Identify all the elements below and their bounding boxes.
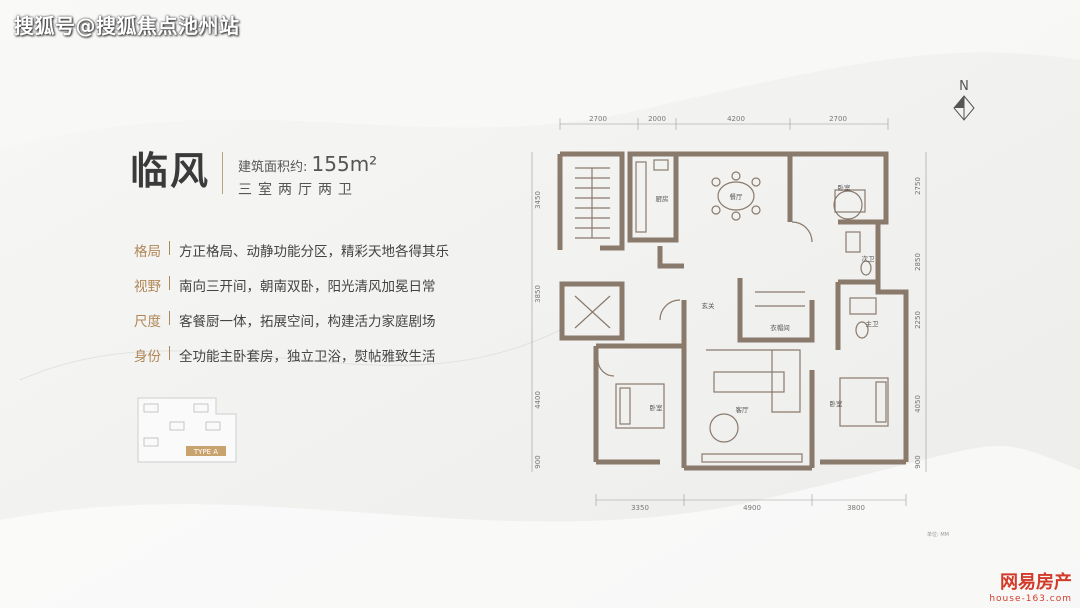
room-label: 卧室	[838, 183, 852, 192]
room-label: 衣帽间	[770, 323, 790, 332]
feature-divider	[169, 346, 170, 360]
feature-key: 格局	[134, 244, 161, 260]
layout-text: 三室两厅两卫	[238, 182, 358, 198]
feature-divider	[169, 241, 170, 255]
room-label: 玄关	[702, 301, 716, 310]
dim-bottom: 4900	[743, 504, 761, 512]
dim-right: 4050	[914, 395, 922, 413]
dim-top: 2700	[589, 115, 607, 123]
area-label-text: 建筑面积约:	[238, 160, 312, 175]
dim-top: 2700	[829, 115, 847, 123]
key-plan-thumbnail: TYPE A	[137, 397, 237, 463]
room-label: 客厅	[736, 405, 750, 414]
room-label: 厨房	[656, 194, 669, 203]
logo-name: 网易房产	[1000, 572, 1072, 593]
room-label: 主卫	[866, 319, 880, 328]
dim-left: 900	[534, 455, 542, 468]
room-label: 卧室	[830, 399, 844, 408]
feature-value: 客餐厨一体，拓展空间，构建活力家庭剧场	[179, 314, 436, 330]
dim-top: 4200	[727, 115, 745, 123]
netease-logo: 网易房产 house-163.com	[989, 568, 1072, 604]
area-value: 155m²	[311, 152, 378, 176]
title-divider	[222, 152, 223, 194]
unit-title: 临风	[130, 148, 211, 193]
dim-right: 2850	[914, 253, 922, 271]
dim-right: 2750	[914, 177, 922, 195]
feature-key: 尺度	[134, 314, 161, 330]
feature-key: 视野	[134, 279, 161, 295]
thumb-tag: TYPE A	[193, 448, 218, 456]
logo-url: house-163.com	[989, 594, 1072, 604]
north-arrow-icon: N	[953, 79, 975, 121]
scale-note: 单位: MM	[927, 531, 949, 538]
feature-value: 南向三开间，朝南双卧，阳光清风加冕日常	[179, 279, 436, 295]
dim-right: 900	[914, 455, 922, 468]
feature-key: 身份	[134, 349, 161, 365]
compass-label: N	[959, 79, 969, 94]
dim-bottom: 3350	[631, 504, 649, 512]
watermark-text: 搜狐号@搜狐焦点池州站	[14, 14, 240, 38]
feature-value: 方正格局、动静功能分区，精彩天地各得其乐	[179, 244, 449, 260]
room-label: 次卫	[862, 254, 876, 263]
dim-left: 3850	[534, 285, 542, 303]
dim-left: 4400	[534, 391, 542, 409]
dim-top: 2000	[648, 115, 666, 123]
area-label: 建筑面积约: 155m²	[238, 152, 377, 176]
dim-bottom: 3800	[847, 504, 865, 512]
feature-divider	[169, 311, 170, 325]
dim-left: 3450	[534, 191, 542, 209]
room-label: 卧室	[650, 403, 664, 412]
feature-value: 全功能主卧套房，独立卫浴，熨帖雅致生活	[179, 349, 436, 365]
feature-divider	[169, 276, 170, 290]
dim-right: 2250	[914, 311, 922, 329]
room-label: 餐厅	[730, 192, 744, 201]
